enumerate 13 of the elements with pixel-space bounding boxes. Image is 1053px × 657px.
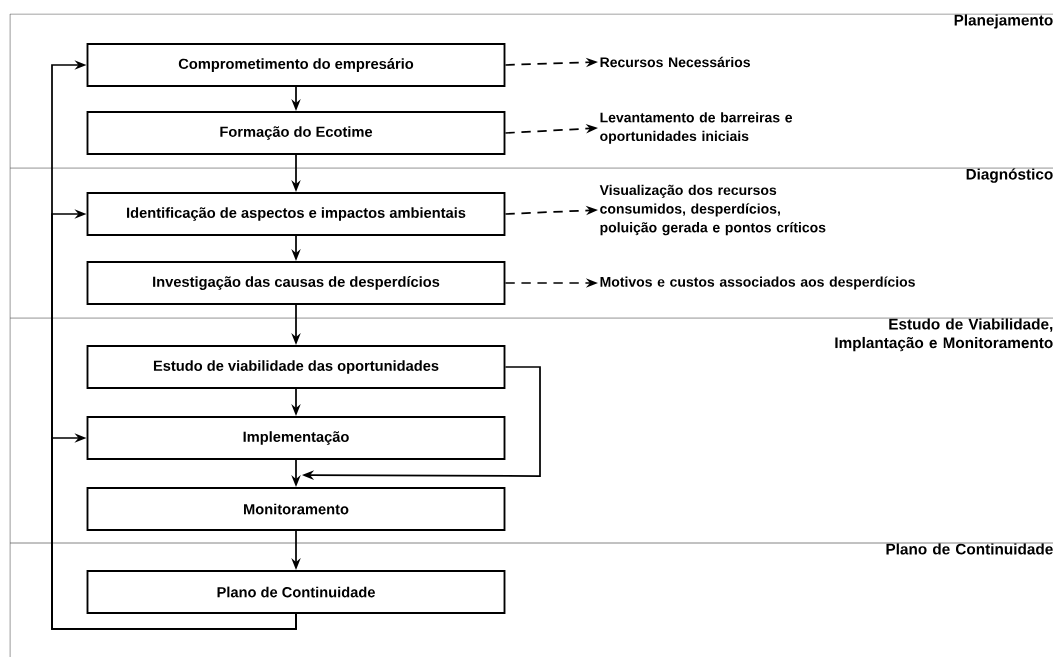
process-box: Investigação das causas de desperdícios	[86, 261, 506, 305]
result-text: Recursos Necessários	[600, 56, 750, 68]
process-box: Implementação	[86, 416, 506, 460]
process-box: Identificação de aspectos e impactos ambientais	[86, 192, 506, 236]
result-text: Motivos e custos associados aos desperdícios	[600, 276, 915, 290]
process-box: Formação do Ecotime	[86, 111, 506, 155]
process-box: Comprometimento do empresário	[86, 43, 506, 87]
result-text: Visualização dos recursos consumidos, desperdícios, poluição gerada e pontos críticos	[599, 184, 826, 236]
feedback-arrow	[51, 433, 297, 630]
process-box: Plano de Continuidade	[86, 570, 506, 614]
process-box: Monitoramento	[86, 487, 506, 531]
result-text: Levantamento de barreiras e oportunidades iniciais	[600, 112, 793, 144]
process-box: Estudo de viabilidade das oportunidades	[86, 345, 506, 389]
